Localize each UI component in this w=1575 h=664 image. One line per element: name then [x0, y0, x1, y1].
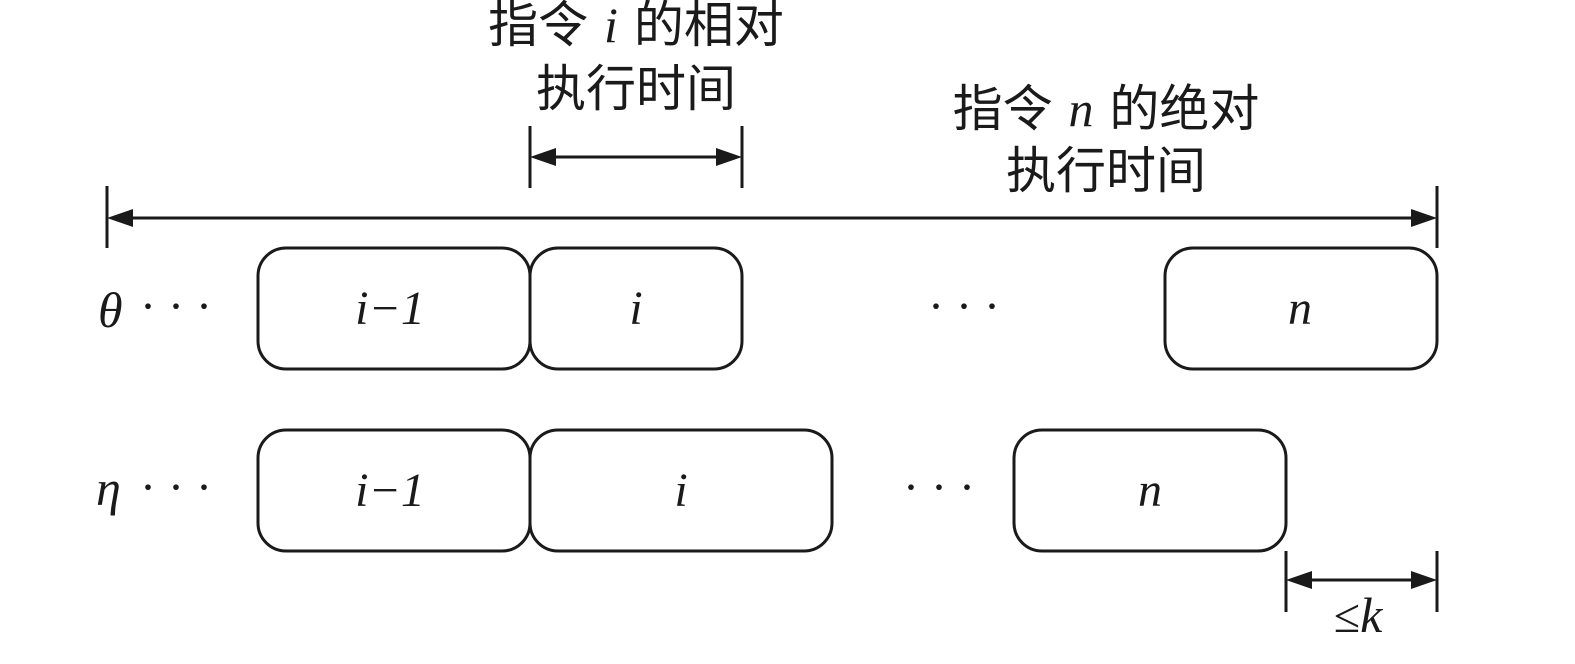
row-theta: θ · · · i−1 i · · · n — [98, 246, 1439, 371]
relative-time-bracket — [528, 126, 744, 188]
instruction-label: n — [1138, 464, 1162, 517]
middle-ellipsis: · · · — [903, 461, 975, 514]
arrowhead-right — [1411, 209, 1437, 227]
arrowhead-left — [107, 209, 133, 227]
row-label: η — [96, 460, 121, 516]
row-eta: η · · · i−1 i · · · n — [96, 428, 1288, 553]
instruction-label: n — [1288, 282, 1312, 335]
relative-time-label-line1: 指令 i 的相对 — [488, 0, 784, 54]
instruction-box-n — [1163, 246, 1439, 371]
instruction-label: i−1 — [355, 464, 425, 517]
instruction-label: i−1 — [355, 282, 425, 335]
leading-ellipsis: · · · — [140, 280, 212, 333]
absolute-time-label-line1: 指令 n 的绝对 — [953, 80, 1260, 138]
bound-bracket — [1284, 551, 1439, 612]
absolute-time-label-line2: 执行时间 — [1006, 142, 1206, 200]
absolute-time-bracket — [105, 186, 1439, 248]
relative-time-label-line2: 执行时间 — [536, 60, 736, 118]
leading-ellipsis: · · · — [140, 461, 212, 514]
instruction-box-i — [528, 246, 744, 371]
arrowhead-left — [1286, 571, 1312, 589]
arrowhead-right — [716, 148, 742, 166]
row-label: θ — [98, 282, 123, 338]
instruction-box-n — [1012, 428, 1288, 553]
bound-label: ≤k — [1334, 587, 1383, 643]
instruction-label: i — [629, 282, 642, 335]
instruction-label: i — [674, 464, 687, 517]
arrowhead-left — [530, 148, 556, 166]
middle-ellipsis: · · · — [928, 280, 1000, 333]
instruction-box-i — [528, 428, 834, 553]
arrowhead-right — [1411, 571, 1437, 589]
